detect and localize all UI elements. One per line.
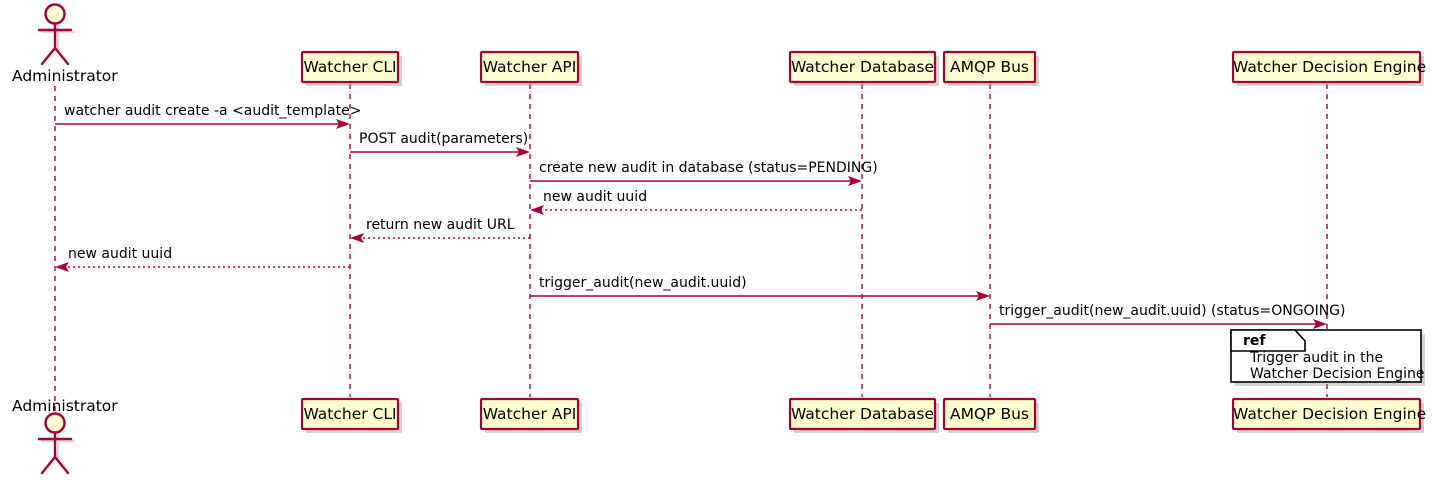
ref-body-line-2: Watcher Decision Engine (1250, 366, 1425, 382)
participant-label-watcher-decision-engine-bottom[interactable]: Watcher Decision Engine (1233, 405, 1427, 423)
actor-label-administrator-top: Administrator (12, 67, 118, 85)
actor-administrator-bottom (37, 412, 76, 475)
actor-label-administrator-bottom: Administrator (12, 397, 118, 415)
participant-label-watcher-api-top[interactable]: Watcher API (482, 58, 577, 76)
participant-box-watcher-cli-bottom[interactable] (300, 397, 402, 433)
participant-box-watcher-api-bottom[interactable] (479, 397, 582, 433)
participant-label-amqp-bus-top[interactable]: AMQP Bus (950, 58, 1029, 76)
participant-box-amqp-bus-top[interactable] (942, 50, 1039, 86)
participant-label-watcher-database-bottom[interactable]: Watcher Database (790, 405, 935, 423)
message-arrow-6 (55, 262, 350, 272)
participant-label-watcher-database-top[interactable]: Watcher Database (790, 58, 935, 76)
message-arrow-3 (530, 176, 862, 186)
message-arrow-8 (990, 319, 1327, 329)
participant-label-watcher-api-bottom[interactable]: Watcher API (482, 405, 577, 423)
ref-fragment-trigger-audit[interactable] (1230, 329, 1425, 386)
participant-boxes-top (300, 50, 1424, 86)
actor-body-icon (37, 22, 73, 66)
message-label-5: return new audit URL (366, 217, 515, 233)
participant-box-amqp-bus-bottom[interactable] (942, 397, 1039, 433)
actor-head-icon (44, 412, 66, 434)
participant-box-watcher-api-top[interactable] (479, 50, 582, 86)
message-label-8: trigger_audit(new_audit.uuid) (status=ON… (999, 303, 1346, 319)
participant-label-amqp-bus-bottom[interactable]: AMQP Bus (950, 405, 1029, 423)
participant-box-watcher-database-top[interactable] (788, 50, 939, 86)
message-label-4: new audit uuid (543, 189, 648, 205)
message-arrow-4 (530, 205, 862, 215)
message-arrow-2 (350, 147, 530, 157)
message-arrow-7 (530, 291, 990, 301)
messages (55, 119, 1327, 329)
message-label-6: new audit uuid (68, 246, 173, 262)
participant-boxes-bottom (300, 397, 1424, 433)
actor-administrator-top (37, 3, 76, 66)
message-label-3: create new audit in database (status=PEN… (539, 160, 878, 176)
participant-box-watcher-decision-engine-bottom[interactable] (1231, 397, 1424, 433)
participant-label-watcher-cli-bottom[interactable]: Watcher CLI (303, 405, 397, 423)
lifelines (54, 84, 1328, 433)
message-arrow-5 (350, 233, 530, 243)
participant-box-watcher-decision-engine-top[interactable] (1231, 50, 1424, 86)
message-label-7: trigger_audit(new_audit.uuid) (539, 275, 747, 291)
actor-body-icon (37, 431, 73, 475)
message-arrow-1 (55, 119, 350, 129)
participant-box-watcher-cli-top[interactable] (300, 50, 402, 86)
actor-head-icon (44, 3, 66, 25)
message-label-2: POST audit(parameters) (359, 131, 529, 147)
message-label-1: watcher audit create -a <audit_template> (64, 103, 362, 119)
participant-label-watcher-cli-top[interactable]: Watcher CLI (303, 58, 397, 76)
participant-box-watcher-database-bottom[interactable] (788, 397, 939, 433)
ref-body-line-1: Trigger audit in the (1250, 350, 1384, 366)
ref-tab-shape (1230, 329, 1306, 352)
participant-label-watcher-decision-engine-top[interactable]: Watcher Decision Engine (1233, 58, 1427, 76)
ref-tab-label: ref (1243, 333, 1266, 349)
